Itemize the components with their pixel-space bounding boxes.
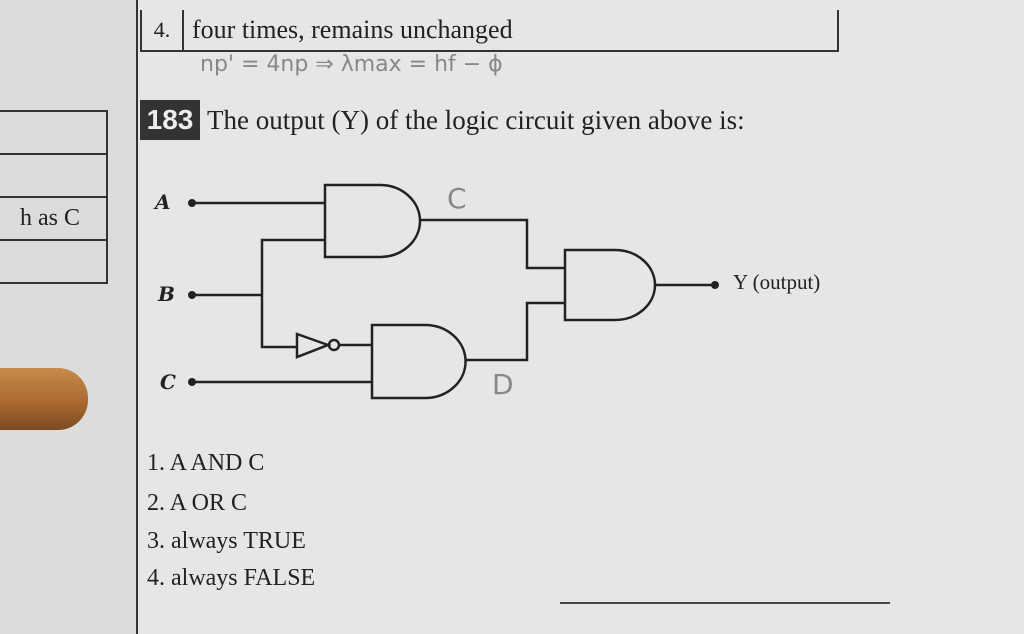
answer-option-1[interactable]: 1. A AND C bbox=[147, 450, 265, 476]
handwritten-scribble: np' = 4np ⇒ λmax = hf − ϕ bbox=[200, 52, 503, 77]
wire-gate1-out bbox=[420, 218, 565, 270]
question-text: The output (Y) of the logic circuit give… bbox=[207, 105, 745, 135]
input-b-terminal bbox=[188, 291, 196, 299]
option-number: 4. bbox=[142, 10, 184, 50]
not-gate bbox=[295, 332, 332, 359]
wire-b-branch bbox=[260, 238, 325, 349]
handwritten-annotation: D bbox=[492, 368, 514, 401]
input-label-b: B bbox=[158, 282, 175, 306]
option-text: four times, remains unchanged bbox=[192, 15, 513, 44]
not-gate-bubble bbox=[327, 338, 341, 352]
pencil bbox=[0, 368, 88, 430]
and-gate-2 bbox=[370, 323, 467, 400]
table-cell bbox=[0, 155, 106, 198]
previous-option-row: 4. four times, remains unchanged bbox=[140, 10, 839, 52]
output-label: Y (output) bbox=[733, 270, 821, 294]
and-gate-3 bbox=[563, 248, 657, 322]
partial-answer-table: h as C bbox=[0, 110, 108, 284]
answer-option-2[interactable]: 2. A OR C bbox=[147, 490, 248, 516]
output-terminal bbox=[711, 281, 719, 289]
answer-option-3[interactable]: 3. always TRUE bbox=[147, 528, 306, 554]
input-a-terminal bbox=[188, 199, 196, 207]
divider-line bbox=[560, 602, 890, 604]
and-gate-1 bbox=[323, 183, 422, 259]
input-c-terminal bbox=[188, 378, 196, 386]
handwritten-annotation: C bbox=[447, 182, 467, 215]
table-cell: h as C bbox=[0, 198, 106, 241]
textbook-page bbox=[136, 0, 1024, 634]
question-number: 183 bbox=[140, 100, 200, 140]
table-cell bbox=[0, 112, 106, 155]
input-label-c: C bbox=[160, 370, 176, 394]
answer-option-4[interactable]: 4. always FALSE bbox=[147, 565, 316, 591]
input-label-a: A bbox=[155, 190, 171, 214]
wire-gate2-out bbox=[465, 301, 565, 362]
